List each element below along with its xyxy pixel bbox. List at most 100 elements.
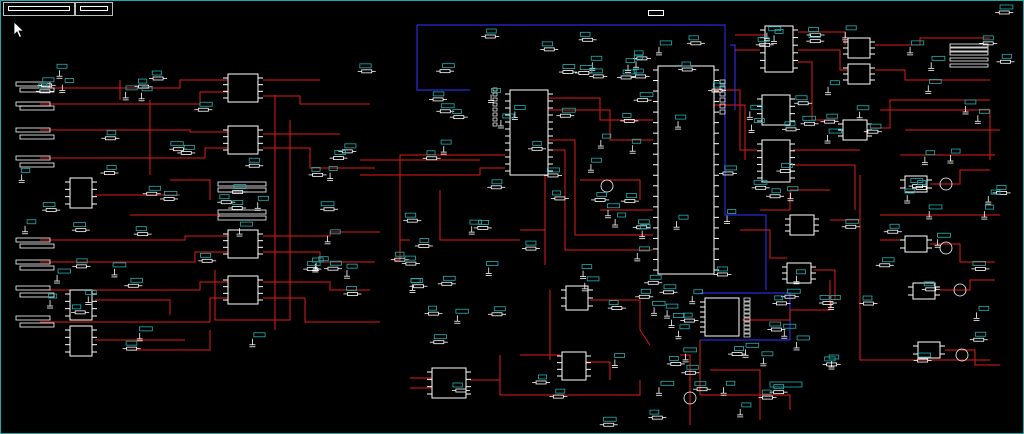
resistor: [681, 370, 700, 375]
net-label: [346, 263, 358, 269]
resistor: [718, 171, 737, 176]
net-label: [1001, 53, 1013, 59]
components: [15, 10, 1015, 427]
net-label: [781, 163, 793, 168]
capacitor: [724, 215, 731, 224]
pad: [492, 97, 498, 102]
net-label: [125, 85, 138, 91]
ic-chip: [843, 63, 875, 85]
resistor: [680, 318, 699, 323]
net-label: [579, 31, 591, 37]
resistor: [772, 301, 791, 306]
capacitor: [682, 353, 689, 363]
capacitor: [122, 91, 129, 101]
net-label: [239, 221, 253, 227]
ic-chip: [223, 275, 263, 305]
capacitor: [985, 196, 992, 205]
net-label: [984, 204, 995, 210]
ic-chip: [223, 73, 263, 103]
resistor: [800, 121, 819, 126]
net-label: [978, 305, 990, 311]
net-label: [982, 35, 994, 41]
resistor: [996, 59, 1015, 64]
net-label: [931, 55, 946, 61]
net-label: [320, 201, 335, 207]
net-label: [130, 277, 143, 283]
document-tab-2[interactable]: [75, 2, 113, 16]
ic-chip: [785, 214, 819, 236]
net-label: [712, 82, 725, 88]
resistor: [883, 229, 902, 234]
net-label: [443, 275, 456, 281]
capacitor: [597, 140, 604, 149]
resistor: [776, 169, 795, 173]
net-label: [639, 246, 650, 252]
resistor: [429, 97, 448, 102]
ic-chip: [65, 325, 97, 357]
net-label: [845, 218, 859, 224]
resistor: [591, 197, 610, 202]
bus-lines: [416, 24, 791, 341]
capacitor: [760, 357, 767, 367]
net-label: [734, 346, 745, 351]
net-label: [774, 28, 784, 34]
resistor: [659, 290, 678, 295]
capacitor: [947, 155, 954, 164]
capacitor: [612, 219, 619, 228]
capacitor: [440, 146, 447, 155]
resistor: [620, 118, 639, 123]
resistor: [969, 337, 988, 342]
net-label: [591, 68, 603, 74]
transistor: [600, 179, 614, 193]
net-label: [633, 68, 644, 74]
net-label: [85, 290, 97, 295]
pad: [492, 92, 498, 97]
net-label: [328, 166, 338, 171]
net-label: [796, 335, 810, 341]
resistor: [429, 340, 448, 345]
capacitor: [675, 121, 682, 130]
pad: [719, 85, 726, 91]
net-label: [622, 69, 637, 75]
resistor: [875, 263, 894, 268]
resistor: [769, 390, 788, 395]
resistor: [338, 149, 357, 154]
document-tab-1[interactable]: [3, 2, 75, 16]
net-label: [138, 78, 148, 84]
capacitor: [793, 275, 800, 285]
connector-pin: [15, 237, 51, 243]
capacitor: [921, 156, 928, 166]
ic-chip: [561, 285, 593, 311]
net-label: [469, 219, 482, 225]
capacitor: [746, 111, 753, 120]
net-label: [57, 268, 71, 274]
resistor: [589, 74, 608, 79]
net-label: [910, 40, 925, 46]
resistor: [357, 69, 376, 74]
net-label: [219, 194, 230, 200]
resistor: [678, 67, 697, 72]
net-label: [917, 180, 927, 185]
capacitor: [54, 275, 61, 284]
net-label: [869, 123, 882, 129]
resistor: [101, 136, 120, 141]
net-label: [26, 219, 37, 225]
net-label: [538, 374, 548, 380]
net-label: [478, 220, 490, 225]
connector-pin: [19, 243, 55, 249]
net-label: [649, 409, 660, 415]
net-label: [964, 99, 977, 105]
net-label: [514, 105, 526, 110]
capacitor: [781, 330, 788, 339]
capacitor: [737, 408, 744, 418]
net-label: [579, 65, 594, 70]
connector-pin: [15, 285, 51, 291]
net-label: [975, 331, 987, 337]
resistor: [693, 387, 712, 392]
net-label: [311, 166, 321, 172]
net-label: [787, 186, 799, 192]
net-label: [38, 83, 48, 89]
net-label: [663, 284, 677, 290]
resistor: [822, 362, 841, 367]
